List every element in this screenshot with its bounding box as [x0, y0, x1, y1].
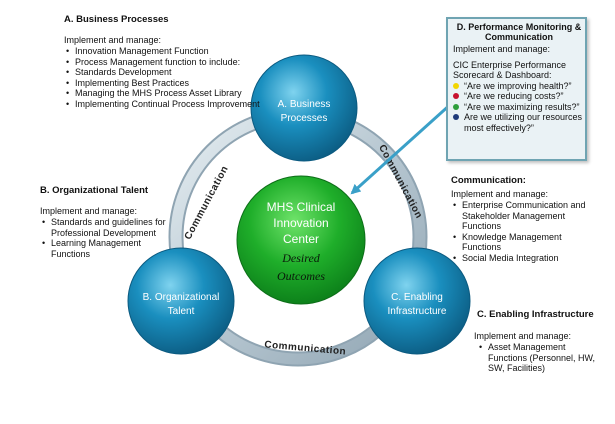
monitoring-arrow	[350, 101, 454, 195]
status-dot-icon	[453, 93, 459, 99]
list-item: Enterprise Communication and Stakeholder…	[451, 200, 601, 232]
panel-d-subtitle-line-1: CIC Enterprise Performance	[453, 59, 567, 70]
ring-label-right: Communication	[376, 143, 424, 221]
panel-d-title: D. Performance Monitoring & Communicatio…	[453, 22, 585, 42]
panel-communication: Communication: Implement and manage: Ent…	[451, 175, 601, 264]
circle-a-line-2: Processes	[281, 113, 328, 124]
status-dot-icon	[453, 103, 459, 110]
panel-b-title: B. Organizational Talent	[40, 185, 149, 196]
panel-c-title: C. Enabling Infrastructure	[477, 309, 594, 320]
question-item: “Are we improving health?”	[453, 81, 585, 92]
panel-d-subtitle-line-2: Scorecard & Dashboard:	[453, 70, 552, 80]
panel-performance-monitoring: D. Performance Monitoring & Communicatio…	[446, 17, 587, 161]
center-line-3: Center	[283, 232, 319, 246]
list-item: Standards Development	[64, 67, 264, 78]
question-list: “Are we improving health?”“Are we reduci…	[453, 81, 585, 134]
center-line-1: MHS Clinical	[267, 200, 336, 214]
question-item: “Are we maximizing results?”	[453, 102, 585, 113]
list-item: Implementing Continual Process Improveme…	[64, 99, 264, 110]
circle-c-enabling-infrastructure	[363, 247, 471, 355]
panel-d-title-line-2: Communication	[484, 32, 553, 42]
center-circle	[236, 175, 366, 305]
status-dot-icon	[453, 82, 459, 89]
list-item: Process Management function to include:	[64, 57, 264, 68]
panel-organizational-talent: B. Organizational Talent Implement and m…	[40, 185, 175, 259]
list-item: Asset Management Functions (Personnel, H…	[477, 342, 607, 374]
list-item: Managing the MHS Process Asset Library	[64, 88, 264, 99]
list-item: Innovation Management Function	[64, 46, 264, 57]
question-item: “Are we reducing costs?”	[453, 91, 585, 102]
panel-enabling-infrastructure: C. Enabling Infrastructure Implement and…	[474, 309, 607, 374]
panel-a-title: A. Business Processes	[64, 14, 169, 25]
panel-comm-intro: Implement and manage:	[451, 188, 549, 199]
circle-a-line-1: A. Business	[278, 99, 331, 110]
question-text: “Are we reducing costs?”	[464, 91, 564, 101]
panel-c-intro: Implement and manage:	[474, 330, 572, 341]
panel-d-intro: Implement and manage:	[453, 44, 551, 54]
center-line-4: Desired	[281, 251, 321, 265]
panel-comm-title: Communication:	[451, 175, 526, 186]
circle-b-line-2: Talent	[168, 306, 195, 317]
center-line-2: Innovation	[273, 216, 328, 230]
status-dot-icon	[453, 114, 459, 120]
list-item: Social Media Integration	[451, 253, 601, 264]
panel-b-intro: Implement and manage:	[40, 205, 138, 216]
panel-d-title-line-1: D. Performance Monitoring &	[456, 22, 582, 32]
panel-a-intro: Implement and manage:	[64, 34, 162, 45]
question-item: Are we utilizing our resources most effe…	[453, 112, 585, 133]
panel-business-processes: A. Business Processes Implement and mana…	[64, 14, 264, 110]
question-text: “Are we maximizing results?”	[464, 101, 580, 112]
list-item: Knowledge Management Functions	[451, 232, 601, 253]
center-line-5: Outcomes	[277, 269, 325, 283]
question-text: “Are we improving health?”	[464, 80, 572, 91]
circle-c-line-2: Infrastructure	[388, 306, 447, 317]
list-item: Implementing Best Practices	[64, 78, 264, 89]
list-item: Standards and guidelines for Professiona…	[40, 217, 175, 238]
circle-b-organizational-talent	[127, 247, 235, 355]
question-text: Are we utilizing our resources most effe…	[464, 112, 583, 133]
circle-b-line-1: B. Organizational	[143, 292, 220, 303]
list-item: Learning Management Functions	[40, 238, 175, 259]
panel-d-subtitle: CIC Enterprise Performance Scorecard & D…	[453, 60, 585, 81]
circle-c-line-1: C. Enabling	[391, 292, 443, 303]
